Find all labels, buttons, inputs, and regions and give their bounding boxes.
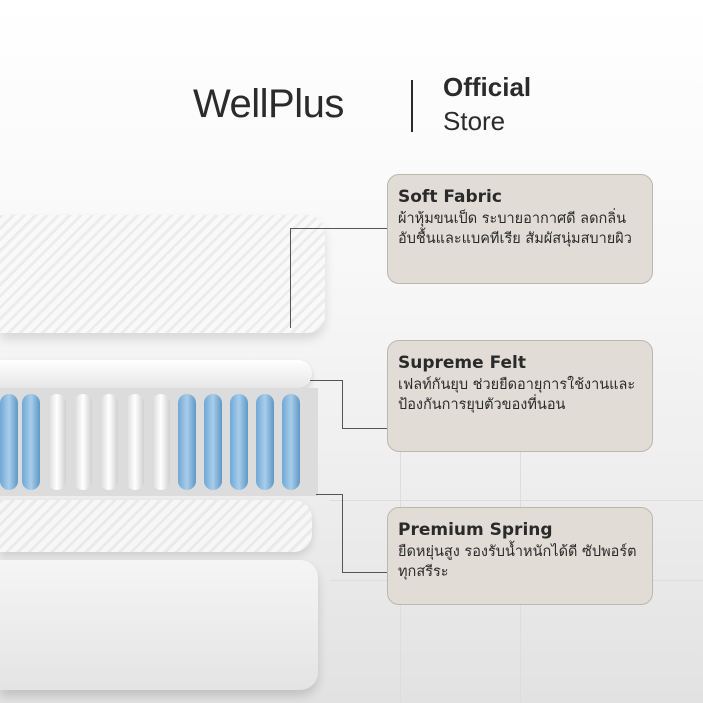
callout-description: ผ้าหุ้มขนเป็ด ระบายอากาศดี ลดกลิ่นอับชื้… xyxy=(398,211,632,247)
base-layer-upper xyxy=(0,500,312,552)
spring-layer xyxy=(0,388,318,496)
callout-title: Premium Spring xyxy=(398,520,553,540)
brand-official-label: Official xyxy=(443,72,532,102)
brand-store-label: Store xyxy=(443,106,506,136)
connector-premium-spring-h1 xyxy=(316,494,342,495)
callout-title: Soft Fabric xyxy=(398,187,502,207)
callout-soft-fabric: Soft Fabric ผ้าหุ้มขนเป็ด ระบายอากาศดี ล… xyxy=(387,174,653,284)
base-layer-lower xyxy=(0,560,318,690)
brand-divider xyxy=(411,80,413,132)
connector-premium-spring-h2 xyxy=(342,572,387,573)
supreme-felt-layer xyxy=(0,360,312,388)
connector-soft-fabric-h xyxy=(290,228,387,229)
connector-supreme-felt-v xyxy=(342,380,343,428)
connector-supreme-felt-h2 xyxy=(342,428,387,429)
callout-supreme-felt: Supreme Felt เฟลท์กันยุบ ช่วยยืดอายุการใ… xyxy=(387,340,653,452)
connector-supreme-felt-h1 xyxy=(310,380,342,381)
callout-title: Supreme Felt xyxy=(398,353,526,373)
callout-description: ยืดหยุ่นสูง รองรับน้ำหนักได้ดี ซัปพอร์ตท… xyxy=(398,544,637,580)
callout-description: เฟลท์กันยุบ ช่วยยืดอายุการใช้งานและป้องก… xyxy=(398,377,636,413)
callout-premium-spring: Premium Spring ยืดหยุ่นสูง รองรับน้ำหนัก… xyxy=(387,507,653,605)
soft-fabric-layer xyxy=(0,215,325,333)
brand-logo: WellPlus xyxy=(193,82,344,126)
connector-premium-spring-v xyxy=(342,494,343,572)
connector-soft-fabric xyxy=(290,228,291,328)
